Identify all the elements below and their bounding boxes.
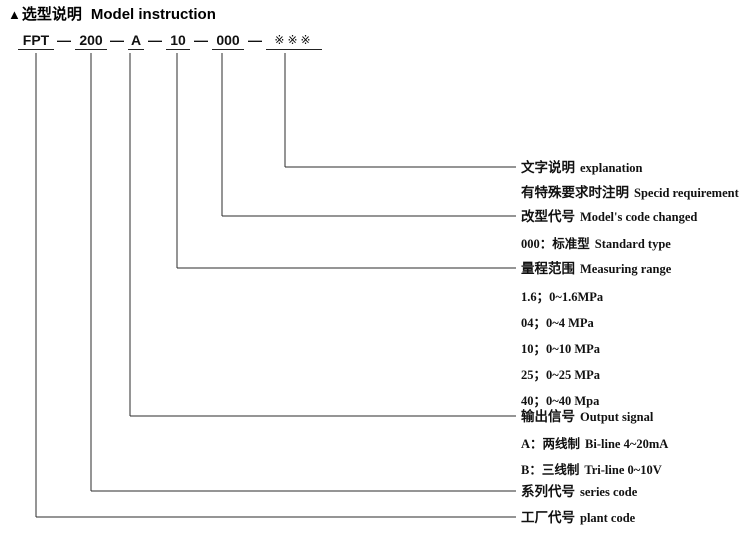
page-title: ▲ 选型说明 Model instruction [8, 3, 216, 24]
label-range-1p6: 1.6；0~1.6MPa [521, 289, 603, 305]
page-title-cn: 选型说明 [21, 5, 82, 23]
label-range-25: 25；0~25 MPa [521, 367, 600, 383]
label-plant-code-en: plant code [580, 511, 636, 525]
label-special-requirement-en: Specid requirement [634, 186, 739, 200]
code-segment-series: 200 [75, 33, 107, 50]
label-explanation-en: explanation [580, 161, 643, 175]
label-range-40-value: 40；0~40 Mpa [521, 394, 600, 408]
label-signal-b-code: B：三线制 [521, 463, 580, 477]
label-range-40: 40；0~40 Mpa [521, 393, 599, 409]
triangle-marker-icon: ▲ [8, 7, 21, 22]
label-signal-a-code: A：两线制 [521, 437, 581, 451]
label-output-signal-cn: 输出信号 [521, 409, 575, 425]
label-standard-type-code: 000：标准型 [521, 237, 590, 251]
code-segment-signal: A [128, 33, 144, 50]
code-separator-2: — [110, 32, 124, 48]
label-signal-a: A：两线制 Bi-line 4~20mA [521, 436, 668, 452]
label-range-10-value: 10；0~10 MPa [521, 342, 601, 356]
label-output-signal: 输出信号 Output signal [521, 409, 653, 425]
label-signal-b-en: Tri-line 0~10V [584, 463, 662, 477]
label-explanation: 文字说明 explanation [521, 160, 643, 176]
label-explanation-cn: 文字说明 [521, 160, 575, 176]
label-plant-code: 工厂代号 plant code [521, 510, 635, 526]
label-special-requirement-cn: 有特殊要求时注明 [521, 185, 629, 201]
label-series-code: 系列代号 series code [521, 484, 637, 500]
page-title-en: Model instruction [90, 6, 216, 23]
label-output-signal-en: Output signal [580, 410, 654, 424]
label-model-code-changed: 改型代号 Model's code changed [521, 209, 697, 225]
code-segment-plant: FPT [18, 33, 54, 50]
label-series-code-cn: 系列代号 [521, 484, 575, 500]
label-signal-a-en: Bi-line 4~20mA [585, 437, 669, 451]
code-separator-4: — [194, 32, 208, 48]
code-segment-modified: 000 [212, 33, 244, 50]
code-segment-explanation: ※※※ [266, 33, 322, 50]
label-range-10: 10；0~10 MPa [521, 341, 600, 357]
code-separator-5: — [248, 32, 262, 48]
label-range-04-value: 04；0~4 MPa [521, 316, 594, 330]
label-signal-b: B：三线制 Tri-line 0~10V [521, 462, 662, 478]
label-range-04: 04；0~4 MPa [521, 315, 594, 331]
label-range-1p6-value: 1.6；0~1.6MPa [521, 290, 604, 304]
label-standard-type-en: Standard type [594, 237, 671, 251]
label-model-code-changed-cn: 改型代号 [521, 209, 575, 225]
code-separator-3: — [148, 32, 162, 48]
label-model-code-changed-en: Model's code changed [580, 210, 698, 224]
label-plant-code-cn: 工厂代号 [521, 510, 575, 526]
label-range-25-value: 25；0~25 MPa [521, 368, 601, 382]
label-standard-type: 000：标准型 Standard type [521, 236, 671, 252]
label-special-requirement: 有特殊要求时注明 Specid requirement [521, 185, 739, 201]
label-series-code-en: series code [580, 485, 638, 499]
label-measuring-range-cn: 量程范围 [521, 261, 575, 277]
code-segment-range: 10 [166, 33, 190, 50]
label-measuring-range: 量程范围 Measuring range [521, 261, 671, 277]
code-separator-1: — [57, 32, 71, 48]
label-measuring-range-en: Measuring range [580, 262, 672, 276]
